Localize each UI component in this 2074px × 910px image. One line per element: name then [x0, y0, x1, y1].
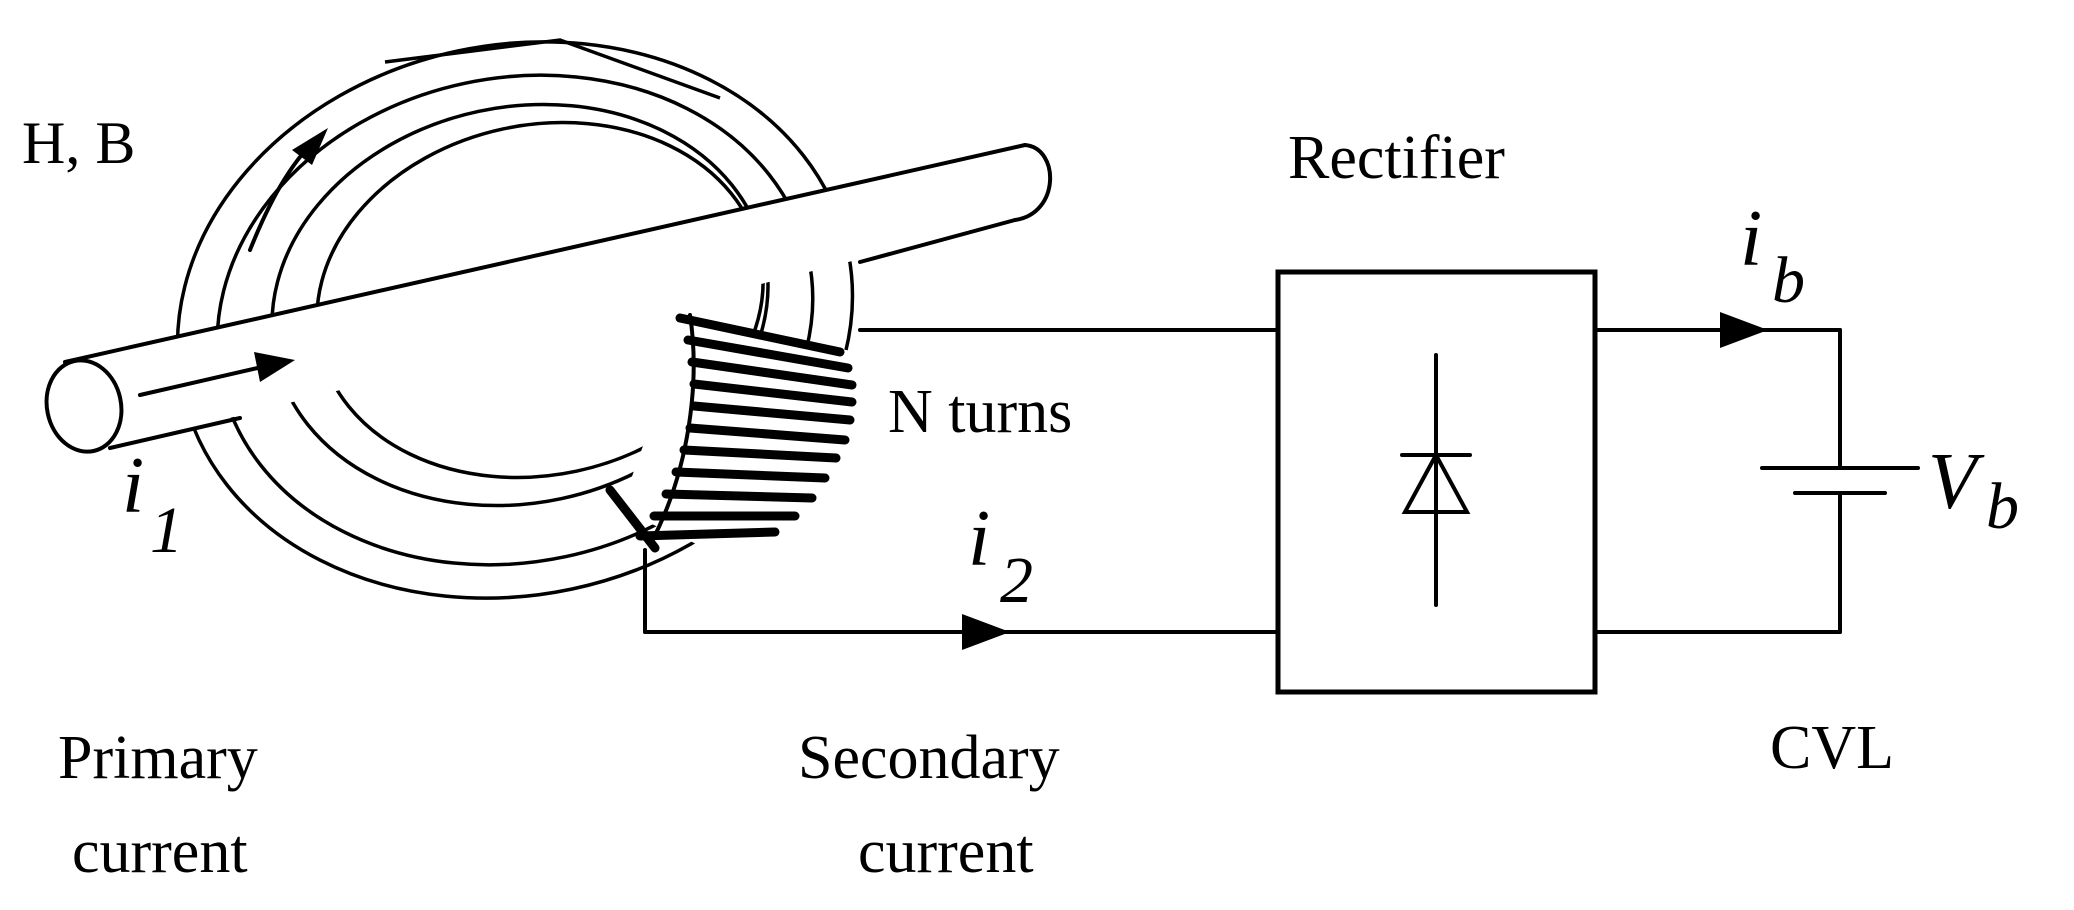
- circuit-wires: [643, 328, 1842, 634]
- secondary-current-subscript: 2: [1000, 544, 1033, 617]
- primary-conductor: [44, 143, 1053, 454]
- primary-caption-line2: current: [72, 818, 248, 886]
- secondary-caption-line2: current: [858, 818, 1034, 886]
- battery-voltage-subscript: b: [1986, 470, 2019, 543]
- secondary-current-symbol: i: [968, 495, 990, 583]
- primary-current-arrow: [138, 352, 295, 397]
- rectifier-label: Rectifier: [1288, 124, 1505, 192]
- primary-current-subscript: 1: [150, 494, 183, 567]
- battery-current-arrow: [1720, 312, 1768, 348]
- rectifier-block: [1275, 269, 1598, 695]
- secondary-current-arrow: [962, 614, 1010, 650]
- battery-symbol: [1760, 466, 1920, 495]
- field-label: H, B: [22, 110, 135, 176]
- battery-voltage-symbol: V: [1928, 438, 1985, 526]
- turns-label: N turns: [888, 378, 1072, 446]
- battery-current-subscript: b: [1772, 244, 1805, 317]
- battery-current-symbol: i: [1740, 195, 1762, 283]
- secondary-winding: [605, 313, 857, 553]
- primary-caption-line1: Primary: [58, 724, 258, 792]
- secondary-caption-line1: Secondary: [798, 724, 1060, 792]
- load-label: CVL: [1770, 714, 1894, 782]
- field-arrow: [248, 128, 328, 252]
- primary-current-symbol: i: [122, 442, 144, 530]
